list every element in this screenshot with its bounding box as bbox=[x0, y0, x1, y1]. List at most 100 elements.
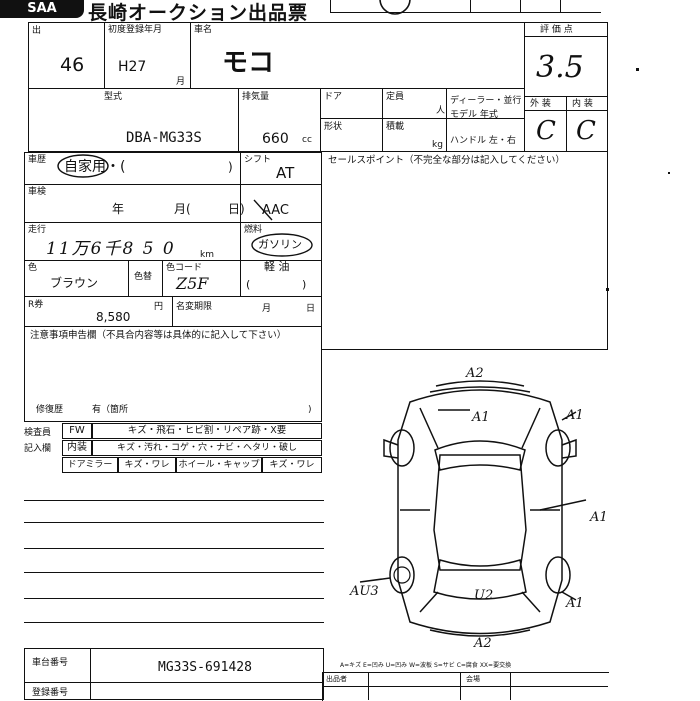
color-code-label: 色コード bbox=[166, 263, 203, 273]
door-label: ドア bbox=[324, 92, 343, 102]
interior-label: 内 装 bbox=[572, 99, 593, 109]
mileage-unit: km bbox=[200, 250, 214, 260]
diagram-label-front: A2 bbox=[466, 366, 484, 381]
legend-text: A=キズ E=凹み U=凹み W=波板 S=サビ C=腐食 XX=要交換 bbox=[340, 662, 512, 669]
inspector-mirror-value: キズ・ワレ bbox=[118, 457, 176, 473]
reg-date-label: 初度登録年月 bbox=[108, 25, 163, 35]
usage-close: ) bbox=[228, 160, 233, 174]
inspector-wheel-value: キズ・ワレ bbox=[262, 457, 322, 473]
bottom-sub-label-2: 会場 bbox=[466, 675, 480, 683]
header-stamp-circle bbox=[379, 0, 411, 15]
inspector-label-2: 記入欄 bbox=[24, 444, 52, 454]
chassis-label: 車台番号 bbox=[32, 658, 69, 668]
name-change-month: 月 bbox=[262, 304, 272, 314]
lot-label: 出 bbox=[32, 26, 42, 36]
color-change-label: 色替 bbox=[134, 272, 153, 282]
diagram-label-right-side: A1 bbox=[590, 510, 608, 525]
shift-value: AT bbox=[276, 164, 295, 182]
blank-line-5 bbox=[24, 598, 324, 599]
diagram-label-right-front: A1 bbox=[566, 408, 584, 423]
color-code-value: Z5F bbox=[176, 274, 209, 293]
displacement-label: 排気量 bbox=[242, 92, 270, 102]
sales-point-box bbox=[322, 152, 608, 350]
model-name: モコ bbox=[222, 48, 275, 78]
registration-label: 登録番号 bbox=[32, 688, 69, 698]
diagram-label-hood: A1 bbox=[472, 410, 490, 425]
shaken-day: 日) bbox=[228, 202, 245, 216]
score-value: 3.5 bbox=[536, 50, 584, 85]
reg-month-label: 月 bbox=[176, 77, 186, 87]
repair-close: ) bbox=[308, 405, 312, 415]
inspector-fw-value: キズ・飛石・ヒビ割・リペア跡・X要 bbox=[92, 423, 322, 439]
fuel-circle bbox=[251, 233, 313, 257]
name-change-label: 名変期限 bbox=[176, 302, 213, 312]
fuel-paren-close: ) bbox=[302, 278, 307, 291]
inspector-interior-value: キズ・汚れ・コゲ・穴・ナビ・ヘタリ・破し bbox=[92, 440, 322, 456]
model-name-label: 車名 bbox=[194, 25, 213, 35]
notes-label: 注意事項申告欄（不具合内容等は具体的に記入して下さい） bbox=[30, 330, 287, 341]
mileage-label: 走行 bbox=[28, 225, 47, 235]
diagram-label-right-rear: A1 bbox=[566, 596, 584, 611]
capacity-label: 定員 bbox=[386, 92, 405, 102]
sales-point-label: セールスポイント（不完全な部分は記入してください） bbox=[328, 155, 565, 166]
header-title: 長崎オークション出品票 bbox=[88, 2, 309, 24]
blank-line-3 bbox=[24, 548, 324, 549]
fuel-paren: ( bbox=[246, 278, 251, 291]
interior-grade: C bbox=[576, 116, 596, 146]
load-unit: kg bbox=[432, 140, 443, 150]
usage-value: 自家用・( bbox=[64, 159, 126, 175]
inspector-wheel-label: ホイール・キャップ bbox=[176, 457, 262, 473]
fuel-label: 燃料 bbox=[244, 225, 263, 235]
reg-year: H27 bbox=[118, 59, 147, 75]
type-value: DBA-MG33S bbox=[126, 130, 202, 146]
recycle-label: R券 bbox=[28, 300, 44, 310]
blank-line-4 bbox=[24, 572, 324, 573]
blank-line-2 bbox=[24, 522, 324, 523]
usage-label: 車歴 bbox=[28, 155, 47, 165]
ac-strike bbox=[253, 199, 273, 221]
recycle-unit: 円 bbox=[154, 302, 164, 312]
car-damage-diagram bbox=[359, 380, 587, 637]
name-change-day: 日 bbox=[306, 304, 316, 314]
recycle-value: 8,580 bbox=[96, 310, 131, 324]
handle-label: ハンドル 左・右 bbox=[450, 136, 516, 146]
capacity-unit: 人 bbox=[436, 106, 446, 116]
header-logo: SAA bbox=[0, 0, 84, 18]
exterior-label: 外 装 bbox=[530, 99, 551, 109]
left-detail-block bbox=[24, 152, 322, 422]
displacement-unit: cc bbox=[302, 135, 312, 145]
exterior-grade: C bbox=[536, 116, 556, 146]
score-label: 評 価 点 bbox=[540, 25, 573, 35]
margin-dot-1 bbox=[636, 68, 639, 71]
repair-label: 修復歴 bbox=[36, 405, 64, 415]
blank-line-1 bbox=[24, 500, 324, 501]
inspector-interior-label: 内装 bbox=[62, 440, 92, 456]
fuel-other: 軽 油 bbox=[264, 260, 290, 273]
blank-line-6 bbox=[24, 622, 324, 623]
model-year-label: モデル 年式 bbox=[450, 110, 498, 120]
inspector-label-1: 検査員 bbox=[24, 428, 52, 438]
shaken-month: 月( bbox=[174, 202, 191, 216]
bottom-sub-label-1: 出品者 bbox=[326, 675, 347, 683]
chassis-value: MG33S-691428 bbox=[158, 660, 252, 675]
fuel-value: ガソリン bbox=[258, 238, 302, 251]
inspector-mirror-label: ドアミラー bbox=[62, 457, 118, 473]
shaken-label: 車検 bbox=[28, 187, 47, 197]
shift-label: シフト bbox=[244, 155, 272, 165]
shape-label: 形状 bbox=[324, 122, 343, 132]
margin-dot-2 bbox=[606, 288, 609, 291]
diagram-label-left-rear: AU3 bbox=[350, 584, 379, 599]
dealer-label: ディーラー・並行 bbox=[450, 96, 522, 106]
diagram-label-rear-window: U2 bbox=[474, 588, 494, 603]
load-label: 積載 bbox=[386, 122, 405, 132]
mileage-value: 11万6千8 5 0 bbox=[46, 239, 176, 259]
type-label: 型式 bbox=[104, 92, 123, 102]
ac-value: AAC bbox=[262, 203, 289, 218]
inspector-fw-label: FW bbox=[62, 423, 92, 439]
lot-number: 46 bbox=[60, 54, 85, 76]
color-label: 色 bbox=[28, 263, 38, 273]
margin-dot-3 bbox=[668, 172, 670, 174]
diagram-label-rear: A2 bbox=[474, 636, 492, 651]
top-block bbox=[28, 22, 608, 152]
displacement-value: 660 bbox=[262, 131, 289, 147]
